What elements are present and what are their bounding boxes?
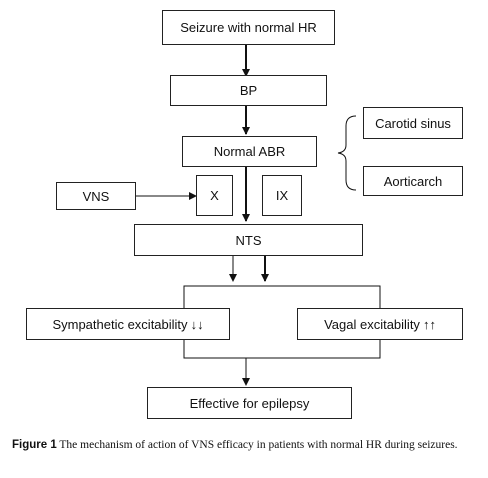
effective-label: Effective for epilepsy: [189, 395, 310, 411]
seizure-box: Seizure with normal HR: [162, 10, 335, 45]
up-arrows-icon: ↑↑: [422, 316, 436, 332]
aorticarch-box: Aorticarch: [363, 166, 463, 196]
vns-label: VNS: [82, 188, 110, 204]
sympathetic-label: Sympathetic excitability: [52, 316, 188, 332]
vagal-label: Vagal excitability: [324, 316, 420, 332]
vns-box: VNS: [56, 182, 136, 210]
aorticarch-label: Aorticarch: [383, 173, 443, 189]
bp-label: BP: [239, 83, 258, 98]
bp-box: BP: [170, 75, 327, 106]
caption-label: Figure 1: [12, 439, 57, 451]
seizure-label: Seizure with normal HR: [180, 20, 317, 35]
sympathetic-box: Sympathetic excitability ↓↓: [26, 308, 230, 340]
caption-text: The mechanism of action of VNS efficacy …: [59, 439, 458, 451]
nts-box: NTS: [134, 224, 363, 256]
merge-bracket: [183, 340, 381, 359]
nts-label: NTS: [235, 232, 262, 248]
split-bracket: [183, 285, 381, 308]
abr-label: Normal ABR: [213, 144, 286, 159]
figure-caption: Figure 1 The mechanism of action of VNS …: [12, 437, 482, 454]
vagal-box: Vagal excitability ↑↑: [297, 308, 463, 340]
diagram-connectors: [136, 45, 381, 386]
down-arrows-icon: ↓↓: [190, 316, 204, 332]
x-box: X: [196, 175, 233, 216]
ix-box: IX: [262, 175, 302, 216]
x-label: X: [210, 188, 219, 203]
brace: [337, 115, 357, 191]
ix-label: IX: [275, 188, 289, 203]
abr-box: Normal ABR: [182, 136, 317, 167]
carotid-box: Carotid sinus: [363, 107, 463, 139]
effective-box: Effective for epilepsy: [147, 387, 352, 419]
carotid-label: Carotid sinus: [375, 115, 451, 131]
